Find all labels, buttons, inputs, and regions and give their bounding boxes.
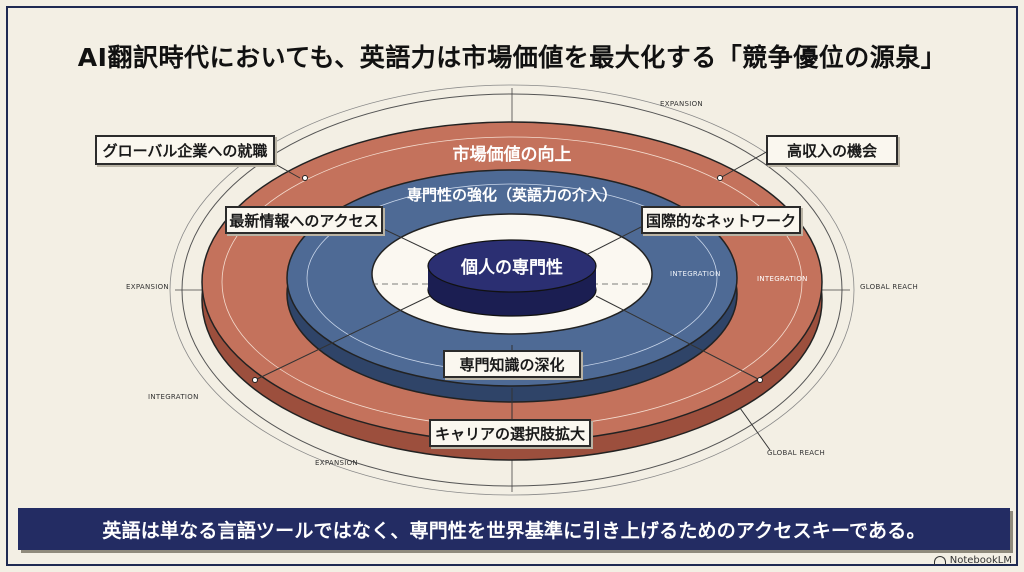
annotation-integration-left: INTEGRATION <box>148 393 199 401</box>
callout-career-options: キャリアの選択肢拡大 <box>429 419 591 447</box>
callout-high-income: 高収入の機会 <box>766 135 898 165</box>
marker-dot <box>252 377 258 383</box>
annotation-expansion-left: EXPANSION <box>126 283 169 291</box>
page-title: AI翻訳時代においても、英語力は市場価値を最大化する「競争優位の源泉」 <box>77 43 947 72</box>
marker-dot <box>717 175 723 181</box>
annotation-integration-inner: INTEGRATION <box>670 270 721 278</box>
brand-watermark: NotebookLM <box>933 555 1012 566</box>
annotation-integration-right: INTEGRATION <box>757 275 808 283</box>
marker-dot <box>757 377 763 383</box>
annotation-expansion-bottom: EXPANSION <box>315 459 358 467</box>
core-disk <box>427 239 597 293</box>
callout-deep-knowledge: 専門知識の深化 <box>443 350 581 378</box>
marker-dot <box>302 175 308 181</box>
annotation-expansion-top: EXPANSION <box>660 100 703 108</box>
core-label: 個人の専門性 <box>460 257 563 278</box>
footer-banner: 英語は単なる言語ツールではなく、専門性を世界基準に引き上げるためのアクセスキーで… <box>18 508 1010 550</box>
notebooklm-icon <box>933 556 946 565</box>
outer-ring-label: 市場価値の向上 <box>453 144 572 165</box>
page-frame <box>6 6 1018 566</box>
expansion-guide-ring-outer <box>169 84 855 496</box>
callout-network: 国際的なネットワーク <box>641 206 801 234</box>
callout-latest-info: 最新情報へのアクセス <box>225 206 383 234</box>
brand-label: NotebookLM <box>949 555 1012 566</box>
middle-ring-label: 専門性の強化（英語力の介入） <box>407 186 617 204</box>
callout-global-jobs: グローバル企業への就職 <box>95 135 275 165</box>
annotation-global-reach-right: GLOBAL REACH <box>860 283 919 291</box>
annotation-global-reach-bottom: GLOBAL REACH <box>767 449 826 457</box>
